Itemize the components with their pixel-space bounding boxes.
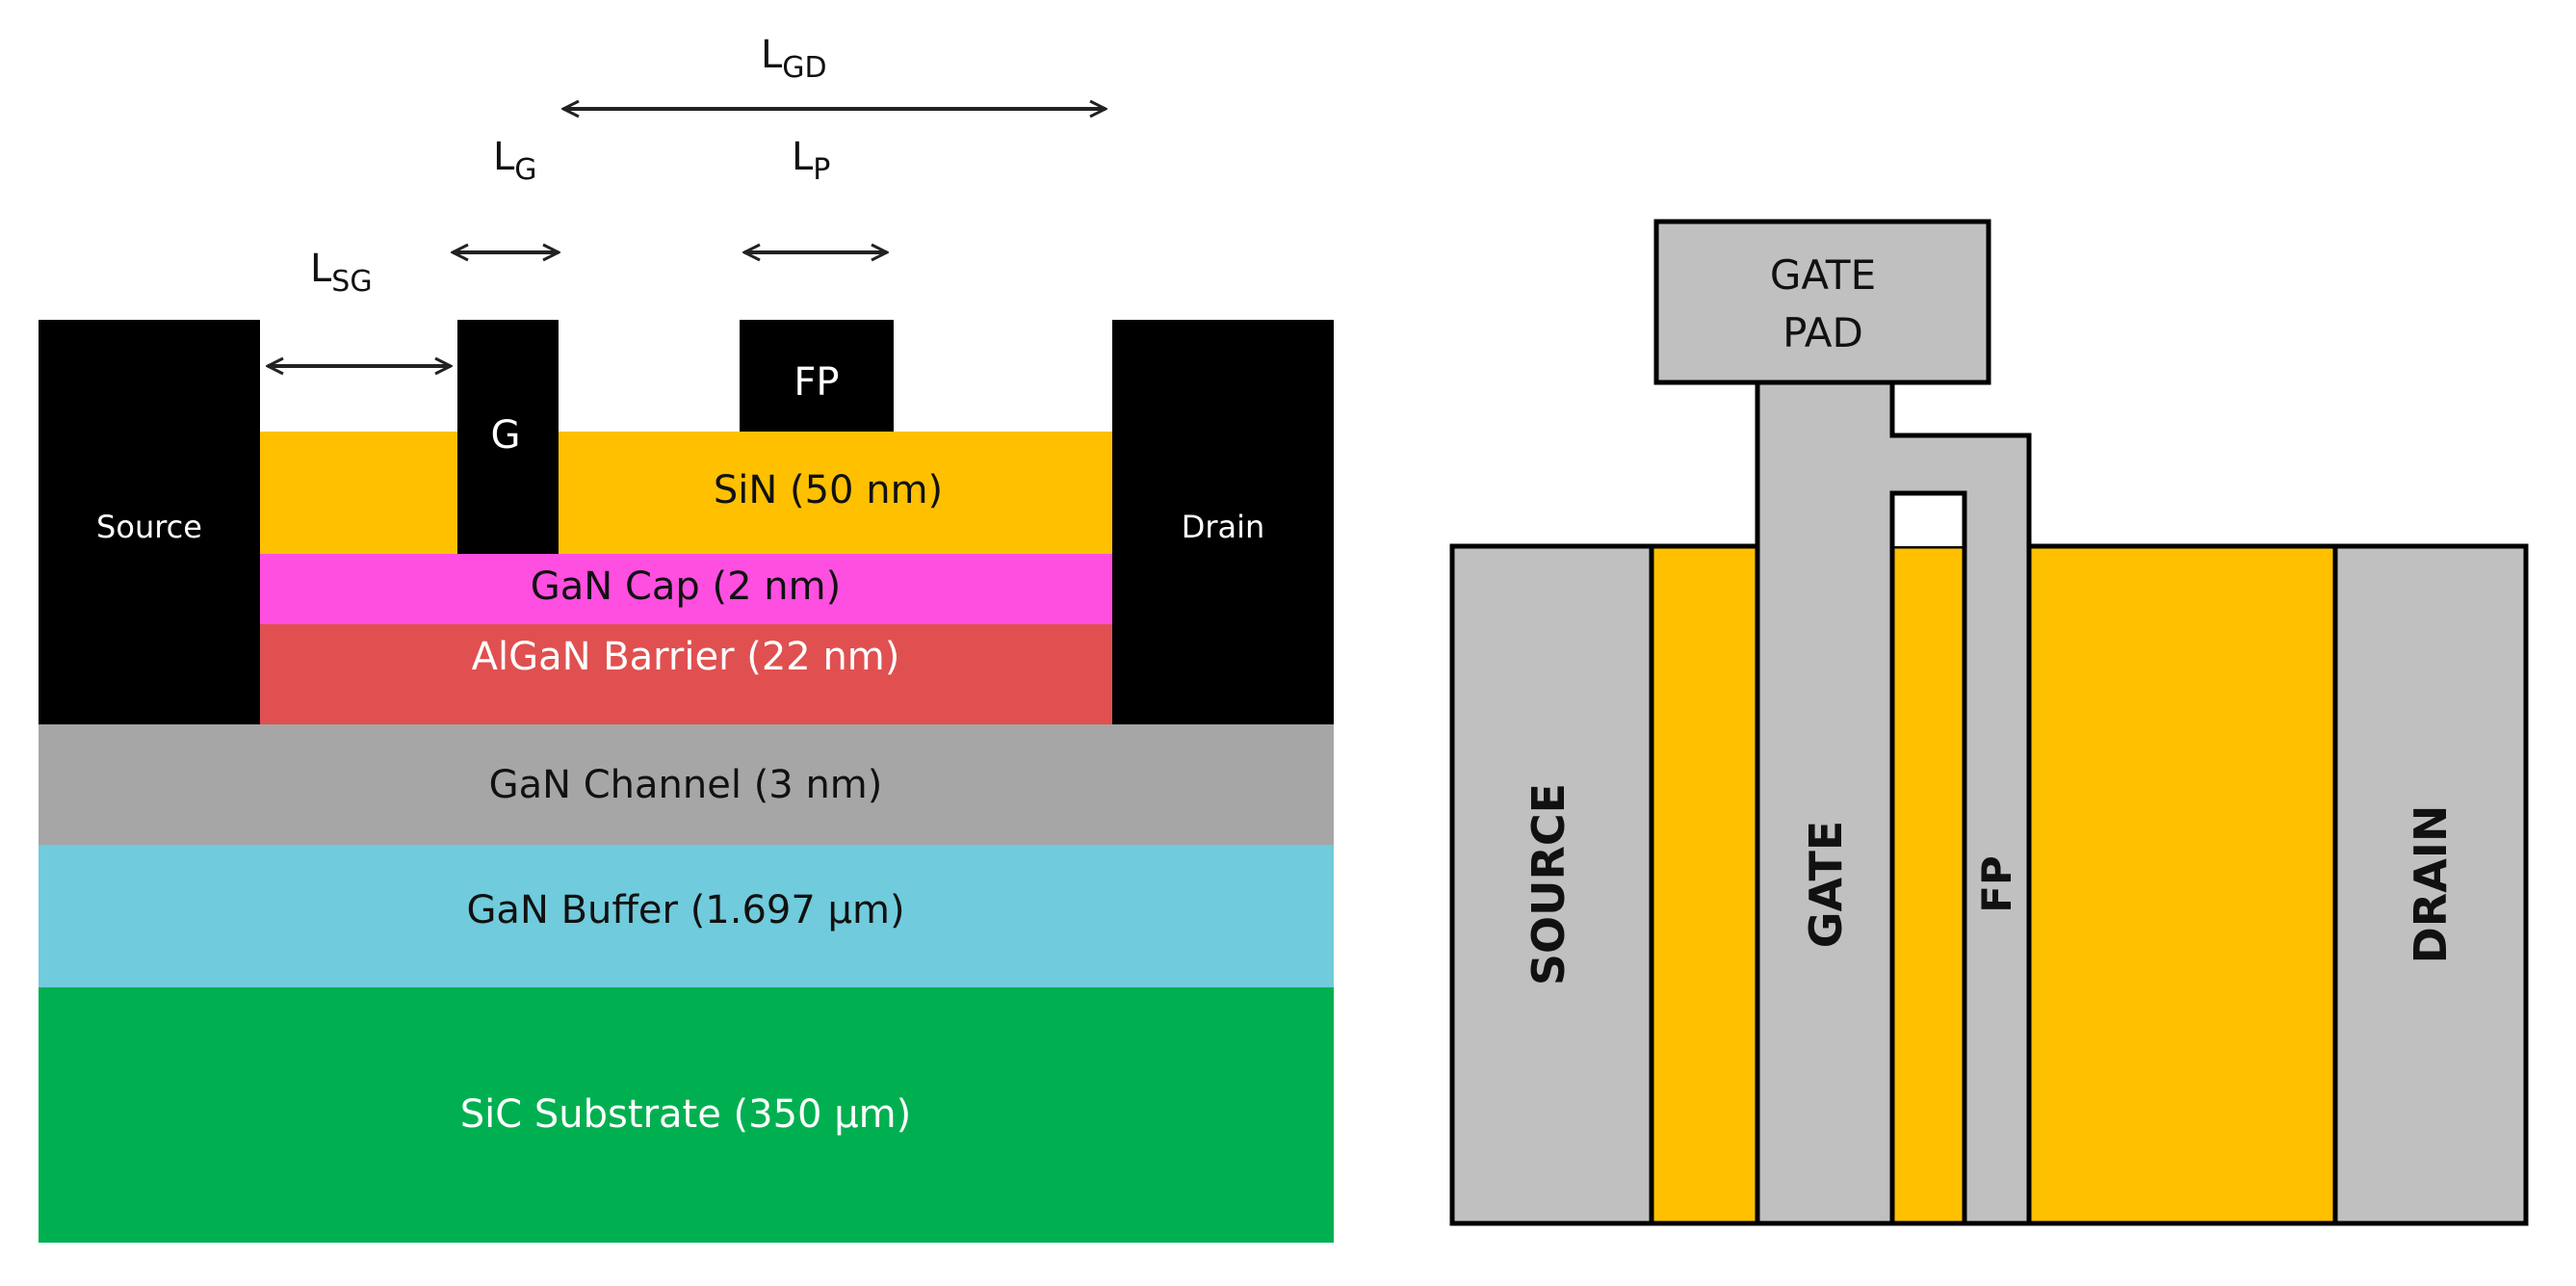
drain-label: Drain <box>1182 509 1265 545</box>
drain-metal <box>2332 543 2529 1226</box>
source-label: Source <box>96 509 202 545</box>
drain-electrode <box>1112 320 1334 724</box>
gan-buffer-layer <box>39 845 1334 987</box>
sin-layer-right <box>559 432 1112 554</box>
gate-pad-label-line1: GATE <box>1770 251 1876 299</box>
drain-metal-label: DRAIN <box>2405 805 2457 964</box>
field-plate-electrode <box>740 320 894 432</box>
sin-layer-left <box>260 432 457 554</box>
gan-channel-layer <box>39 724 1334 845</box>
lg-label: LG <box>493 135 537 187</box>
lgd-label: LGD <box>761 33 827 85</box>
algan-barrier-label: AlGaN Barrier (22 nm) <box>472 635 900 679</box>
algan-barrier-layer <box>260 624 1112 724</box>
fp-metal-label: FP <box>1973 855 2020 912</box>
gan-cap-layer <box>260 554 1112 624</box>
gate-fp-metal <box>1755 380 2032 1226</box>
gan-cap-label: GaN Cap (2 nm) <box>531 564 841 609</box>
sic-substrate-label: SiC Substrate (350 µm) <box>460 1092 911 1137</box>
gan-channel-label: GaN Channel (3 nm) <box>489 763 883 807</box>
source-metal-label: SOURCE <box>1522 783 1574 985</box>
cross-section: SiC Substrate (350 µm) GaN Buffer (1.697… <box>39 33 1334 1243</box>
gate-metal-label: GATE <box>1800 821 1852 949</box>
gan-buffer-label: GaN Buffer (1.697 µm) <box>466 888 904 932</box>
gate-pad <box>1653 219 1991 385</box>
source-metal <box>1449 543 1654 1226</box>
sic-substrate-layer <box>39 987 1334 1243</box>
field-plate-label: FP <box>794 360 839 405</box>
top-view: SOURCE DRAIN GATE PAD GATE FP <box>1449 219 2529 1226</box>
gate-fp-gap <box>1892 491 1969 546</box>
sin-label: SiN (50 nm) <box>714 468 943 512</box>
source-electrode <box>39 320 260 724</box>
gate-pad-label-line2: PAD <box>1782 309 1863 356</box>
gate-electrode <box>457 320 559 554</box>
gate-label: G <box>491 413 521 458</box>
lsg-label: LSG <box>310 247 373 299</box>
lp-label: LP <box>792 135 830 187</box>
